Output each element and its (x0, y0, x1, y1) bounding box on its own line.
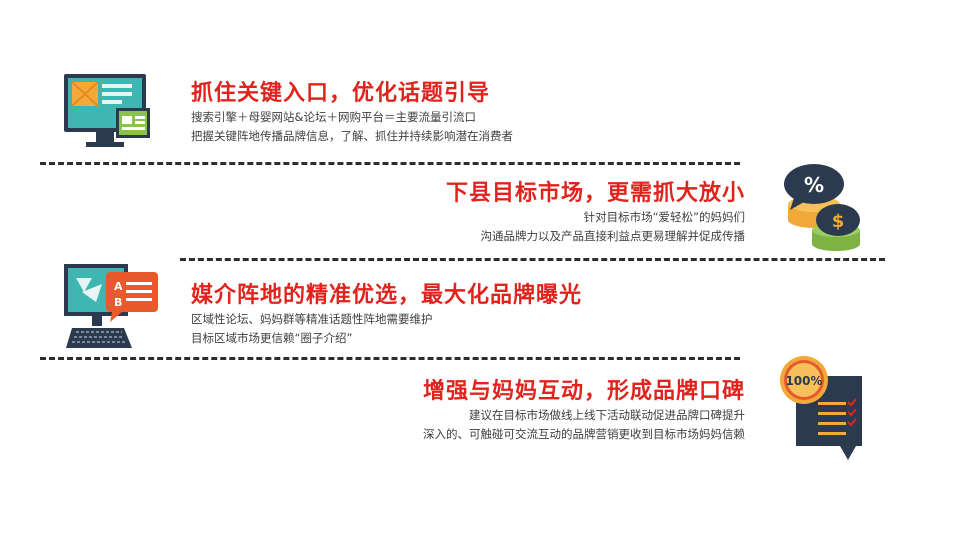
section-title: 媒介阵地的精准优选，最大化品牌曝光 (191, 283, 583, 308)
section-line: 搜索引擎＋母婴网站&论坛＋网购平台＝主要流量引流口 (191, 110, 476, 124)
badge-text: 100% (785, 374, 822, 388)
section-4: 增强与妈妈互动，形成品牌口碑 建议在目标市场做线上线下活动联动促进品牌口碑提升 … (423, 378, 745, 444)
svg-text:$: $ (832, 211, 845, 232)
section-line: 把握关键阵地传播品牌信息，了解、抓住并持续影响潜在消费者 (191, 129, 513, 143)
svg-text:%: % (804, 173, 824, 197)
divider (180, 258, 885, 261)
svg-text:B: B (114, 296, 122, 309)
divider (40, 162, 740, 165)
section-title: 下县目标市场，更需抓大放小 (445, 181, 745, 206)
percent-dollar-coins-icon: % $ (780, 160, 870, 259)
section-line: 区域性论坛、妈妈群等精准话题性阵地需要维护 (191, 312, 433, 326)
divider (40, 357, 740, 360)
section-3: 媒介阵地的精准优选，最大化品牌曝光 区域性论坛、妈妈群等精准话题性阵地需要维护 … (191, 282, 582, 348)
computer-ab-chat-icon: A B (62, 262, 162, 361)
section-line: 目标区域市场更信赖“圈子介绍” (191, 331, 353, 345)
section-line: 深入的、可触碰可交流互动的品牌营销更收到目标市场妈妈信赖 (423, 427, 745, 441)
badge-checklist-icon: 100% (778, 350, 873, 466)
section-1: 抓住关键入口，优化话题引导 搜索引擎＋母婴网站&论坛＋网购平台＝主要流量引流口 … (191, 80, 513, 146)
svg-text:A: A (114, 280, 123, 293)
section-title: 增强与妈妈互动，形成品牌口碑 (422, 379, 745, 404)
section-line: 建议在目标市场做线上线下活动联动促进品牌口碑提升 (469, 408, 745, 422)
monitor-window-icon (64, 72, 154, 156)
section-line: 针对目标市场“爱轻松”的妈妈们 (583, 210, 745, 224)
section-line: 沟通品牌力以及产品直接利益点更易理解并促成传播 (480, 229, 746, 243)
section-title: 抓住关键入口，优化话题引导 (191, 81, 491, 106)
section-2: 下县目标市场，更需抓大放小 针对目标市场“爱轻松”的妈妈们 沟通品牌力以及产品直… (446, 180, 745, 246)
